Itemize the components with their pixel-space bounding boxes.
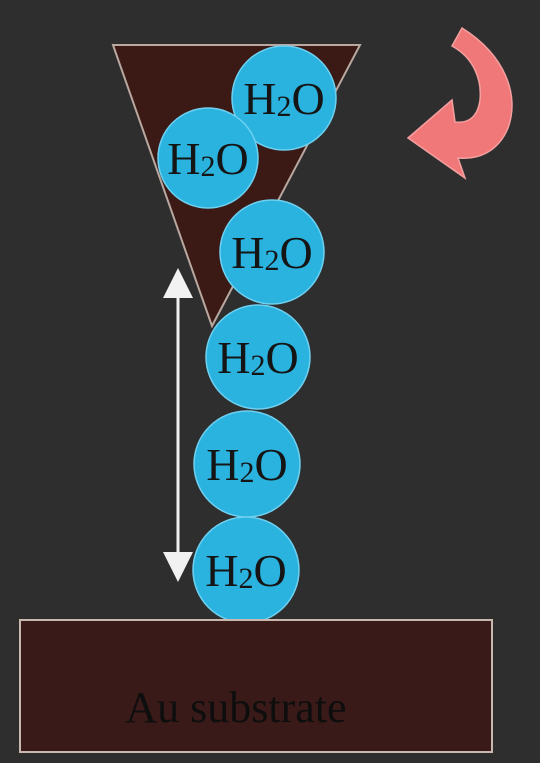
water-molecule: H2O bbox=[193, 410, 301, 518]
water-molecule-label: H2O bbox=[167, 133, 248, 184]
water-molecule-group: H2O H2O H2O H2O H2O H2O bbox=[157, 45, 337, 624]
water-molecule: H2O bbox=[205, 304, 311, 410]
water-molecule-label: H2O bbox=[231, 227, 312, 278]
water-molecule-label: H2O bbox=[206, 439, 287, 490]
water-molecule-label: H2O bbox=[205, 545, 286, 596]
water-molecule: H2O bbox=[219, 199, 325, 305]
water-molecule-label: H2O bbox=[217, 332, 298, 383]
water-molecule: H2O bbox=[157, 107, 259, 209]
water-molecule: H2O bbox=[192, 516, 300, 624]
water-molecule-label: H2O bbox=[243, 73, 324, 124]
water-molecule-circle bbox=[231, 45, 337, 151]
water-molecule: H2O bbox=[231, 45, 337, 151]
curved-rotation-arrow-icon bbox=[406, 26, 513, 180]
substrate-label: Au substrate bbox=[125, 683, 346, 732]
water-molecule-circle bbox=[157, 107, 259, 209]
au-substrate-block bbox=[19, 619, 493, 753]
water-molecule-circle bbox=[219, 199, 325, 305]
water-molecule-circle bbox=[205, 304, 311, 410]
